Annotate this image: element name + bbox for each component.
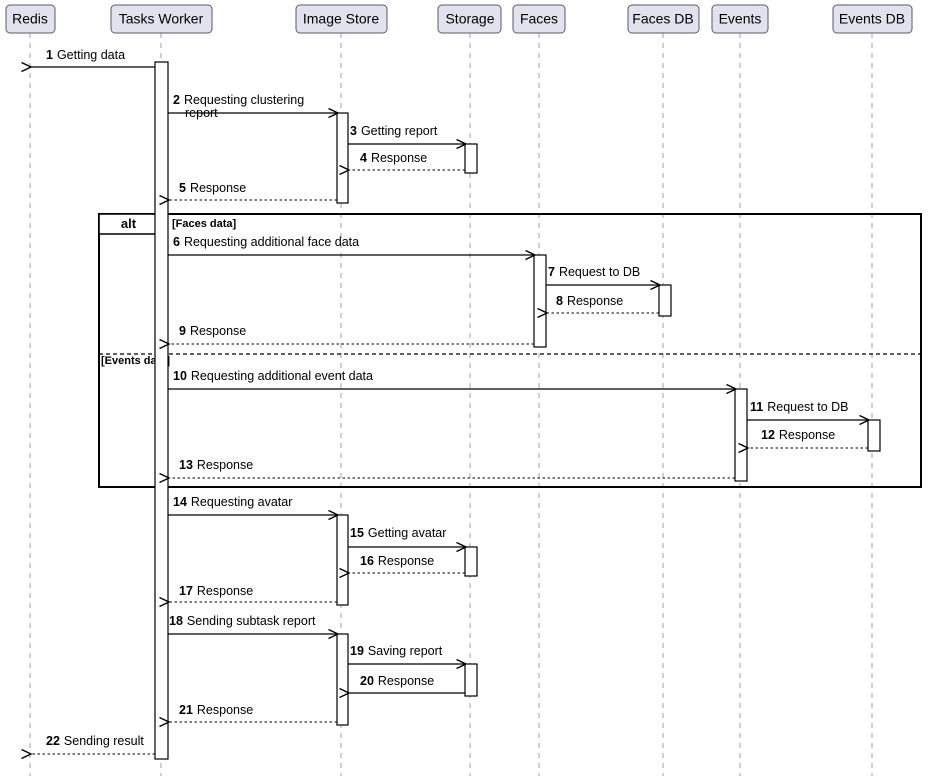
participant-box-redis — [5, 4, 56, 34]
alt-guard-condition-1: [Events data] — [101, 355, 170, 367]
participant-label-eventsdb: Events DB — [839, 11, 905, 27]
activation-bar-storage — [464, 546, 478, 577]
participant-eventsdb[interactable]: Events DB — [832, 4, 913, 34]
participant-label-faces: Faces — [520, 11, 558, 27]
activation-bar-imagestore — [336, 514, 349, 606]
activation-bar-eventsdb — [867, 419, 881, 452]
participant-box-events — [711, 4, 769, 34]
participant-box-faces — [512, 4, 566, 34]
participant-redis[interactable]: Redis — [5, 4, 56, 34]
participant-label-imagestore: Image Store — [303, 11, 379, 27]
alt-fragment-outline — [98, 213, 922, 488]
alt-guard-condition-0: [Faces data] — [172, 218, 237, 230]
participant-events[interactable]: Events — [711, 4, 769, 34]
participant-box-facesdb — [627, 4, 700, 34]
activation-bars-layer — [154, 61, 881, 760]
activation-bar-imagestore — [336, 112, 349, 204]
participant-storage[interactable]: Storage — [437, 4, 502, 34]
participant-box-worker — [110, 4, 213, 34]
activation-bar-faces — [533, 254, 547, 348]
activation-bar-storage — [464, 143, 478, 174]
participant-label-storage: Storage — [445, 11, 494, 27]
participants-layer: Redis Tasks Worker Image Store Storage Faces… — [5, 4, 913, 34]
participant-worker[interactable]: Tasks Worker — [110, 4, 213, 34]
participant-label-redis: Redis — [12, 11, 48, 27]
participant-box-storage — [437, 4, 502, 34]
participant-faces[interactable]: Faces — [512, 4, 566, 34]
activation-bar-events — [734, 388, 748, 482]
participant-label-events: Events — [719, 11, 762, 27]
activation-bar-imagestore — [336, 633, 349, 726]
activation-bar-facesdb — [658, 284, 672, 317]
participant-facesdb[interactable]: Faces DB — [627, 4, 700, 34]
participant-box-eventsdb — [832, 4, 913, 34]
participant-label-worker: Tasks Worker — [119, 11, 204, 27]
activation-bar-storage — [464, 663, 478, 697]
participant-imagestore[interactable]: Image Store — [295, 4, 388, 34]
alt-operator-label: alt — [121, 216, 137, 231]
participant-label-facesdb: Faces DB — [632, 11, 693, 27]
participant-box-imagestore — [295, 4, 388, 34]
alt-fragment: alt [Faces data] [Events data] — [98, 213, 922, 488]
activation-bar-worker — [154, 61, 169, 760]
